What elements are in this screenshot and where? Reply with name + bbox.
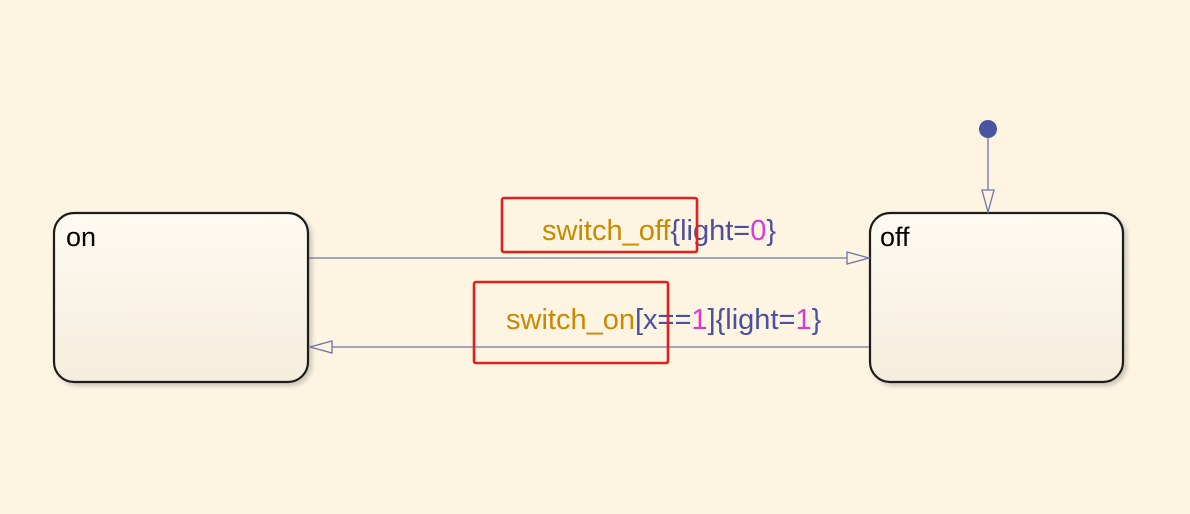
- state-on[interactable]: on: [52, 211, 310, 384]
- transition-off-to-on-condition-open: [: [635, 304, 643, 336]
- state-off-box[interactable]: [868, 211, 1125, 384]
- highlight-box-switch-on: [472, 280, 670, 365]
- default-transition-junction-dot[interactable]: [979, 120, 997, 138]
- transition-off-to-on-condition-close: ]: [708, 304, 716, 336]
- state-on-box[interactable]: [52, 211, 310, 384]
- state-off[interactable]: off: [868, 211, 1125, 384]
- state-off-label: off: [880, 222, 910, 252]
- transition-on-to-off-action-close: }: [766, 215, 776, 247]
- transition-on-to-off[interactable]: switch_off{light=0}: [309, 215, 872, 265]
- default-transition-arrowhead: [981, 189, 995, 215]
- transition-off-to-on-label[interactable]: switch_on[x==1]{light=1}: [506, 304, 822, 336]
- transition-on-to-off-action-value: 0: [750, 215, 766, 247]
- transition-off-to-on-arrowhead: [307, 340, 333, 354]
- transition-off-to-on-action-value: 1: [795, 304, 811, 336]
- transition-on-to-off-arrowhead: [846, 251, 872, 265]
- highlight-box-switch-off: [500, 196, 699, 254]
- transition-off-to-on-action-close: }: [812, 304, 822, 336]
- transition-on-to-off-action-open: {: [670, 215, 680, 247]
- transition-off-to-on-condition-value: 1: [691, 304, 707, 336]
- transition-on-to-off-event: switch_off: [542, 215, 671, 247]
- state-on-label: on: [66, 222, 96, 252]
- transition-off-to-on[interactable]: switch_on[x==1]{light=1}: [307, 304, 869, 354]
- transition-off-to-on-action-open: {: [716, 304, 726, 336]
- transition-on-to-off-label[interactable]: switch_off{light=0}: [542, 215, 776, 247]
- transition-off-to-on-action-assign: light=: [725, 304, 795, 336]
- transition-off-to-on-event: switch_on: [506, 304, 635, 336]
- default-transition[interactable]: [979, 120, 997, 215]
- transition-on-to-off-action-assign: light=: [680, 215, 750, 247]
